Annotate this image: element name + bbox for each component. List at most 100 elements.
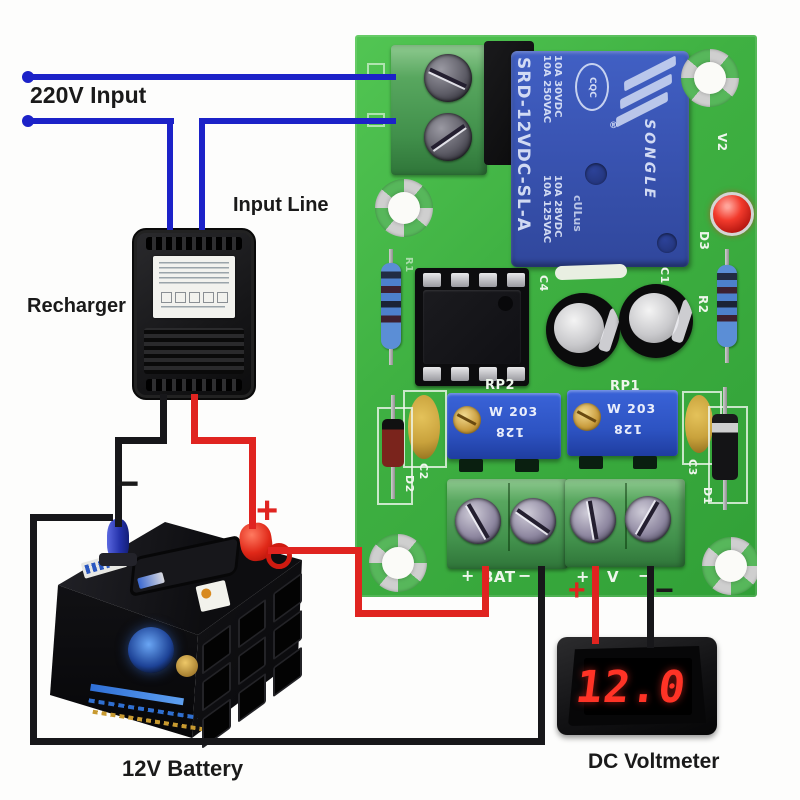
- silk-r2: R2: [696, 295, 710, 314]
- wire-220v-line2: [28, 118, 174, 124]
- wire-meter-pos: [592, 566, 599, 644]
- label-dc-voltmeter: DC Voltmeter: [588, 750, 720, 773]
- battery-negative-terminal: [107, 519, 129, 561]
- label-220v-input: 220V Input: [30, 82, 147, 108]
- wire-220v-line3-drop: [199, 118, 205, 230]
- wire-charger-neg-drop: [160, 394, 167, 442]
- meter-plus-sign: +: [568, 574, 586, 607]
- terminal-screw-bat-plus: [455, 498, 501, 544]
- diode-d1: [712, 414, 738, 480]
- silk-c2: C2: [417, 463, 430, 480]
- silk-v2: V2: [715, 133, 729, 152]
- battery-minus-sign: −: [116, 462, 140, 506]
- silk-c1: C1: [658, 267, 671, 284]
- trimmer-marking-inverted: 128: [613, 422, 643, 437]
- wire-battery-neg-left: [33, 514, 113, 521]
- wire-meter-neg: [647, 566, 654, 648]
- mounting-hole: [369, 534, 427, 592]
- adapter-spec-label: [153, 256, 235, 318]
- relay-songle: SRD-12VDC-SL-A 10A 250VAC 10A 30VDC 10A …: [511, 51, 689, 267]
- cqc-logo: CQC: [575, 63, 609, 111]
- cert-icons: [161, 292, 228, 303]
- relay-brand-text: SONGLE: [641, 119, 657, 201]
- relay-rating-1: 10A 250VAC: [541, 55, 552, 124]
- wire-220v-line2-drop: [167, 118, 173, 230]
- battery-positive-ring: [266, 543, 292, 569]
- silk-d1: D1: [701, 487, 714, 505]
- wire-220v-line3: [199, 118, 396, 124]
- relay-rating-upper: 10A 250VAC 10A 30VDC: [541, 55, 563, 173]
- silk-outline: [403, 390, 447, 468]
- wire-charger-neg-to-battery: [115, 437, 122, 527]
- bat-terminal-block: [447, 479, 568, 569]
- silk-c4: C4: [537, 275, 550, 292]
- registered-mark: ®: [609, 121, 618, 131]
- silk-bat-plus: +: [461, 566, 475, 585]
- ic-chip: [423, 290, 521, 364]
- mounting-hole: [702, 537, 757, 595]
- silk-bat: BAT: [482, 568, 516, 586]
- songle-flag-logo: [611, 55, 683, 128]
- relay-rating-4: 10A 28VDC: [552, 175, 563, 238]
- charger-control-pcb: SRD-12VDC-SL-A 10A 250VAC 10A 30VDC 10A …: [355, 35, 757, 597]
- spec-text-lines: [159, 262, 229, 286]
- relay-model-text: SRD-12VDC-SL-A: [513, 57, 533, 232]
- label-12v-battery: 12V Battery: [122, 756, 244, 781]
- trimmer-marking: W 203: [489, 404, 539, 419]
- meter-minus-sign: −: [655, 572, 674, 608]
- trimmer-marking-inverted: 128: [495, 425, 525, 440]
- terminal-screw: [424, 54, 472, 102]
- battery-gold-badge: [176, 655, 198, 677]
- relay-rating-2: 10A 30VDC: [552, 55, 563, 118]
- ul-mark: cULus: [571, 195, 584, 232]
- battery-12v: [30, 495, 310, 749]
- ac-input-terminal: [391, 45, 487, 175]
- diode-d2: [382, 419, 404, 467]
- relay-dimple: [585, 163, 607, 185]
- recharger-adapter: [132, 228, 256, 400]
- terminal-screw-v-plus: [570, 497, 616, 543]
- capacitor-c2: [408, 395, 440, 459]
- wire-battery-pos-run: [268, 547, 362, 554]
- battery-plus-sign: +: [256, 490, 279, 532]
- vent-slots-mid: [144, 328, 244, 374]
- resistor-r2: [717, 265, 737, 347]
- label-recharger: Recharger: [27, 295, 126, 317]
- capacitor-c1: [619, 284, 693, 358]
- label-input-line: Input Line: [233, 194, 329, 216]
- wire-charger-neg-run: [115, 437, 167, 444]
- battery-brand-emblem: [128, 627, 174, 673]
- silk-d3: D3: [697, 231, 711, 251]
- meter-reading: 12.0: [572, 662, 690, 713]
- relay-dimple: [657, 233, 677, 253]
- silk-bat-minus: −: [518, 566, 532, 585]
- silk-outline: [377, 407, 413, 505]
- silk-d2: D2: [403, 475, 416, 493]
- led-d3: [710, 192, 754, 236]
- wire-bat-plus-stub: [482, 566, 489, 617]
- wire-ground-left-drop: [30, 514, 37, 745]
- silk-c3: C3: [686, 459, 699, 476]
- vent-slots-bottom: [146, 379, 242, 391]
- trimmer-marking: W 203: [607, 401, 657, 416]
- wire-battery-pos-bottom: [355, 610, 489, 617]
- terminal-screw: [424, 113, 472, 161]
- mounting-hole: [375, 179, 433, 237]
- cqc-text: CQC: [587, 76, 597, 98]
- relay-rating-lower: 10A 125VAC 10A 28VDC: [541, 175, 563, 265]
- wire-bat-minus-stub: [538, 566, 545, 745]
- trimmer-rp2: W 203 128: [447, 393, 561, 459]
- terminal-screw-v-minus: [625, 496, 671, 542]
- mounting-hole: [681, 49, 739, 107]
- capacitor-c4: [546, 293, 620, 367]
- silk-rp2: RP2: [485, 378, 516, 393]
- ic-socket: [415, 268, 529, 386]
- voltmeter-terminal-block: [565, 479, 685, 567]
- resistor-r1: [381, 263, 401, 349]
- vent-slots-top: [146, 237, 242, 250]
- spec-text-line2: [161, 306, 225, 311]
- meter-display: 12.0: [573, 658, 692, 715]
- wire-charger-pos-run: [191, 437, 256, 444]
- wire-ground-bottom-run: [30, 738, 545, 745]
